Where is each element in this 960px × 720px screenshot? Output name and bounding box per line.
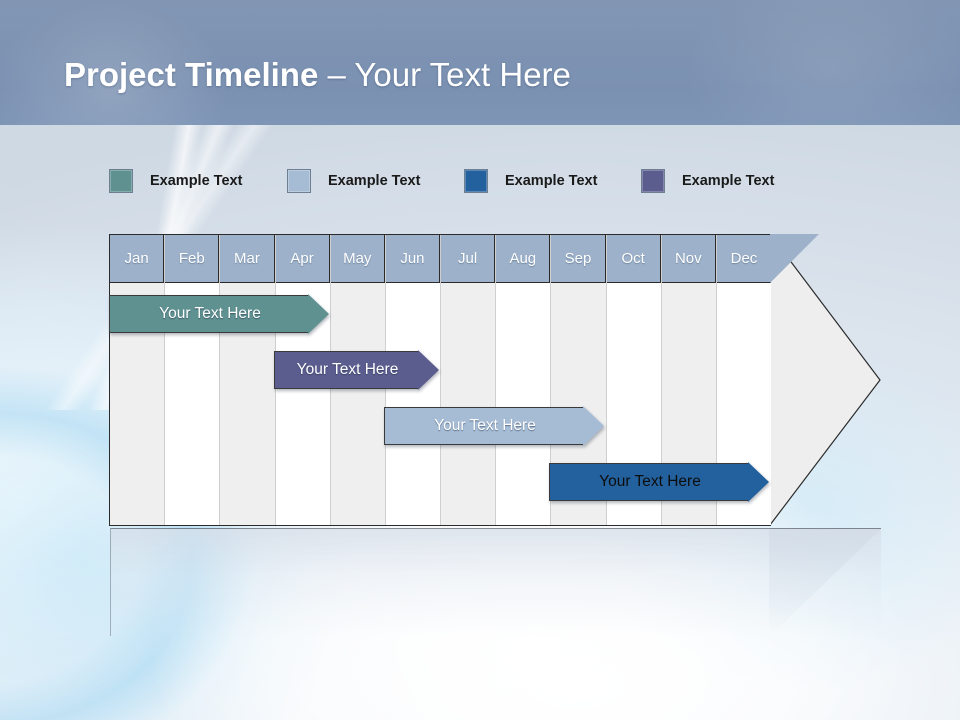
month-column-oct: Oct — [606, 235, 662, 525]
page-title-separator: – — [318, 56, 355, 93]
legend-label-3: Example Text — [505, 173, 598, 189]
page-title: Project Timeline – Your Text Here — [64, 56, 571, 94]
task-bar-1[interactable]: Your Text Here — [109, 294, 329, 334]
legend-swatch-icon-2 — [287, 169, 311, 193]
page-title-bold: Project Timeline — [64, 56, 319, 93]
page-title-light: Your Text Here — [354, 56, 571, 93]
month-column-jul: Jul — [441, 235, 497, 525]
month-header-jan[interactable]: Jan — [110, 235, 165, 283]
task-bar-body-2 — [274, 351, 419, 389]
task-bar-label-3: Your Text Here — [434, 417, 536, 434]
legend-item-2[interactable]: Example Text — [287, 167, 420, 195]
month-column-mar: Mar — [220, 235, 276, 525]
month-column-jun: Jun — [385, 235, 442, 525]
month-header-nov[interactable]: Nov — [661, 235, 716, 283]
month-header-jul[interactable]: Jul — [441, 235, 496, 283]
legend-swatch-icon-3 — [464, 169, 488, 193]
task-bar-tip-3 — [583, 406, 604, 446]
task-bar-4[interactable]: Your Text Here — [549, 462, 769, 502]
task-bar-3[interactable]: Your Text Here — [384, 406, 604, 446]
month-header-feb[interactable]: Feb — [165, 235, 220, 283]
task-bar-label-2: Your Text Here — [296, 361, 399, 378]
chart-reflection — [110, 528, 881, 637]
title-band-highlight-left — [0, 0, 280, 125]
month-header-jun[interactable]: Jun — [385, 235, 441, 283]
month-column-aug: Aug — [496, 235, 552, 525]
title-band — [0, 0, 960, 125]
legend: Example Text Example Text Example Text Exam… — [109, 167, 869, 197]
month-header-apr[interactable]: Apr — [275, 235, 330, 283]
month-header-may[interactable]: May — [330, 235, 385, 283]
legend-item-1[interactable]: Example Text — [109, 167, 242, 195]
month-header-aug[interactable]: Aug — [496, 235, 551, 283]
task-bar-tip-1 — [308, 294, 329, 334]
month-column-apr: Apr — [275, 235, 331, 525]
legend-label-2: Example Text — [328, 173, 421, 189]
month-header-sep[interactable]: Sep — [551, 235, 606, 283]
task-bar-tip-2 — [418, 350, 439, 390]
chart-reflection-arrow — [769, 529, 881, 637]
legend-item-4[interactable]: Example Text — [641, 167, 774, 195]
task-bar-tip-4 — [748, 462, 769, 502]
title-band-highlight-right — [620, 0, 960, 125]
task-bar-label-4: Your Text Here — [599, 473, 701, 490]
month-column-feb: Feb — [165, 235, 221, 525]
task-bar-body-3 — [384, 407, 584, 445]
legend-label-1: Example Text — [150, 173, 243, 189]
task-bar-2[interactable]: Your Text Here — [274, 350, 439, 390]
month-header-dec[interactable]: Dec — [716, 235, 772, 283]
legend-item-3[interactable]: Example Text — [464, 167, 597, 195]
month-column-dec: Dec — [716, 235, 772, 525]
month-header-mar[interactable]: Mar — [220, 235, 275, 283]
month-header-oct[interactable]: Oct — [606, 235, 661, 283]
legend-label-4: Example Text — [682, 173, 775, 189]
legend-swatch-icon-1 — [109, 169, 133, 193]
task-bar-body-1 — [109, 295, 309, 333]
month-column-jan: Jan — [110, 235, 166, 525]
legend-swatch-icon-4 — [641, 169, 665, 193]
month-header-arrow-tip — [770, 234, 819, 283]
task-bar-label-1: Your Text Here — [159, 305, 261, 322]
